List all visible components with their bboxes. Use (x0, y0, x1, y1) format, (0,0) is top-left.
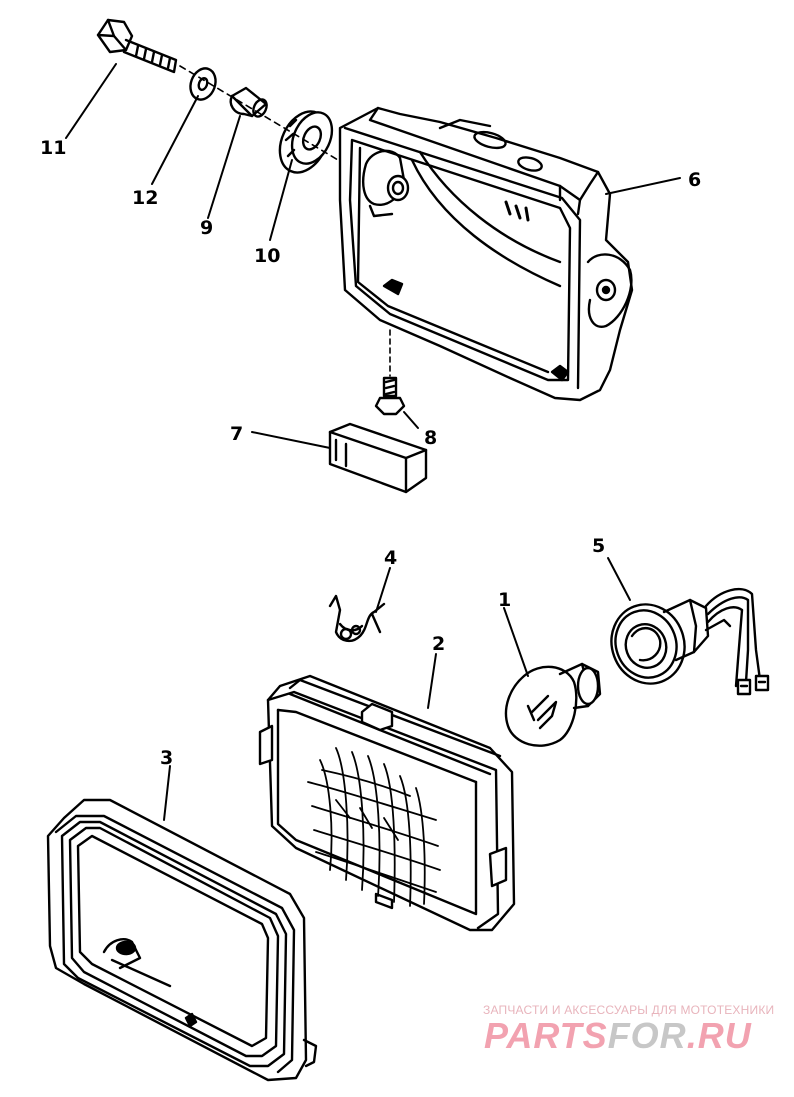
callout-4: 4 (384, 547, 397, 569)
callout-12: 12 (132, 187, 158, 209)
screw-part-8 (374, 329, 406, 416)
housing-part-6 (338, 106, 634, 402)
watermark-brand-for: FOR (607, 1015, 687, 1056)
leader-7 (251, 431, 331, 449)
watermark-brand: PARTSFOR.RU (484, 1015, 752, 1057)
bulb-part-1 (504, 662, 602, 747)
washer-part-12 (189, 67, 217, 101)
leader-12 (151, 95, 199, 185)
leader-3 (163, 765, 171, 821)
rim-part-3 (46, 798, 318, 1082)
watermark-subtitle: ЗАПЧАСТИ И АКСЕССУАРЫ ДЛЯ МОТОТЕХНИКИ (483, 1003, 775, 1017)
callout-5: 5 (592, 535, 605, 557)
callout-6: 6 (688, 169, 701, 191)
leader-9 (207, 115, 241, 219)
socket-part-5 (610, 587, 770, 696)
leader-4 (375, 567, 391, 613)
watermark-brand-ru: .RU (686, 1015, 752, 1056)
leader-10 (269, 159, 293, 241)
callout-7: 7 (230, 423, 243, 445)
spring-clip-part-4 (328, 594, 386, 643)
leader-11 (65, 63, 117, 139)
callout-3: 3 (160, 747, 173, 769)
callout-labels: 11 12 9 10 6 7 8 4 5 1 2 3 (40, 137, 701, 769)
leader-8 (403, 411, 419, 429)
watermark-brand-parts: PARTS (484, 1015, 608, 1056)
callout-2: 2 (432, 633, 445, 655)
callout-9: 9 (200, 217, 213, 239)
callout-11: 11 (40, 137, 66, 159)
leader-6 (605, 177, 681, 195)
bolt-part-11 (96, 18, 178, 74)
block-part-7 (328, 422, 428, 494)
callout-8: 8 (424, 427, 437, 449)
callout-10: 10 (254, 245, 280, 267)
grommet-part-10 (278, 110, 334, 174)
collar-part-9 (229, 86, 268, 118)
lens-unit-part-2 (258, 674, 516, 932)
leader-1 (503, 607, 529, 677)
leader-5 (607, 557, 631, 601)
leader-2 (427, 653, 437, 709)
callout-1: 1 (498, 589, 511, 611)
